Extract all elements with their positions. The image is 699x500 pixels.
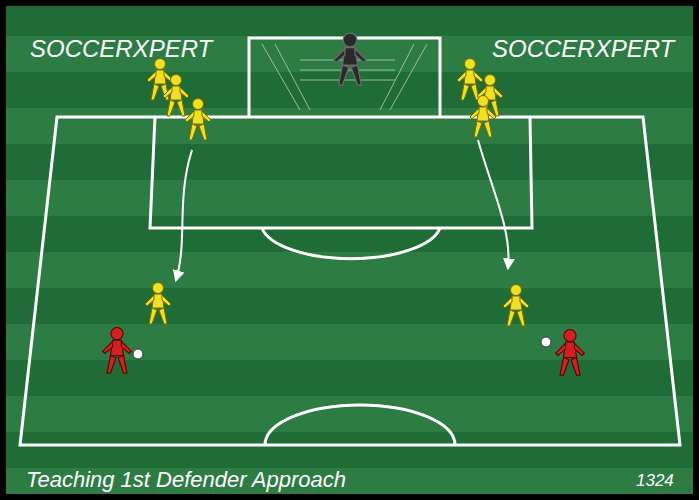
watermark: SOCCERXPERT	[492, 36, 674, 62]
frame	[3, 3, 696, 497]
red-players	[103, 328, 585, 376]
drill-number: 1324	[636, 472, 674, 491]
goalkeeper	[334, 33, 367, 85]
pitch-lines	[20, 38, 680, 445]
balls	[133, 337, 551, 359]
drill-caption: Teaching 1st Defender Approach	[26, 468, 346, 492]
run-arrows	[176, 140, 509, 280]
yellow-players	[145, 59, 529, 327]
watermark: SOCCERXPERT	[30, 36, 212, 62]
